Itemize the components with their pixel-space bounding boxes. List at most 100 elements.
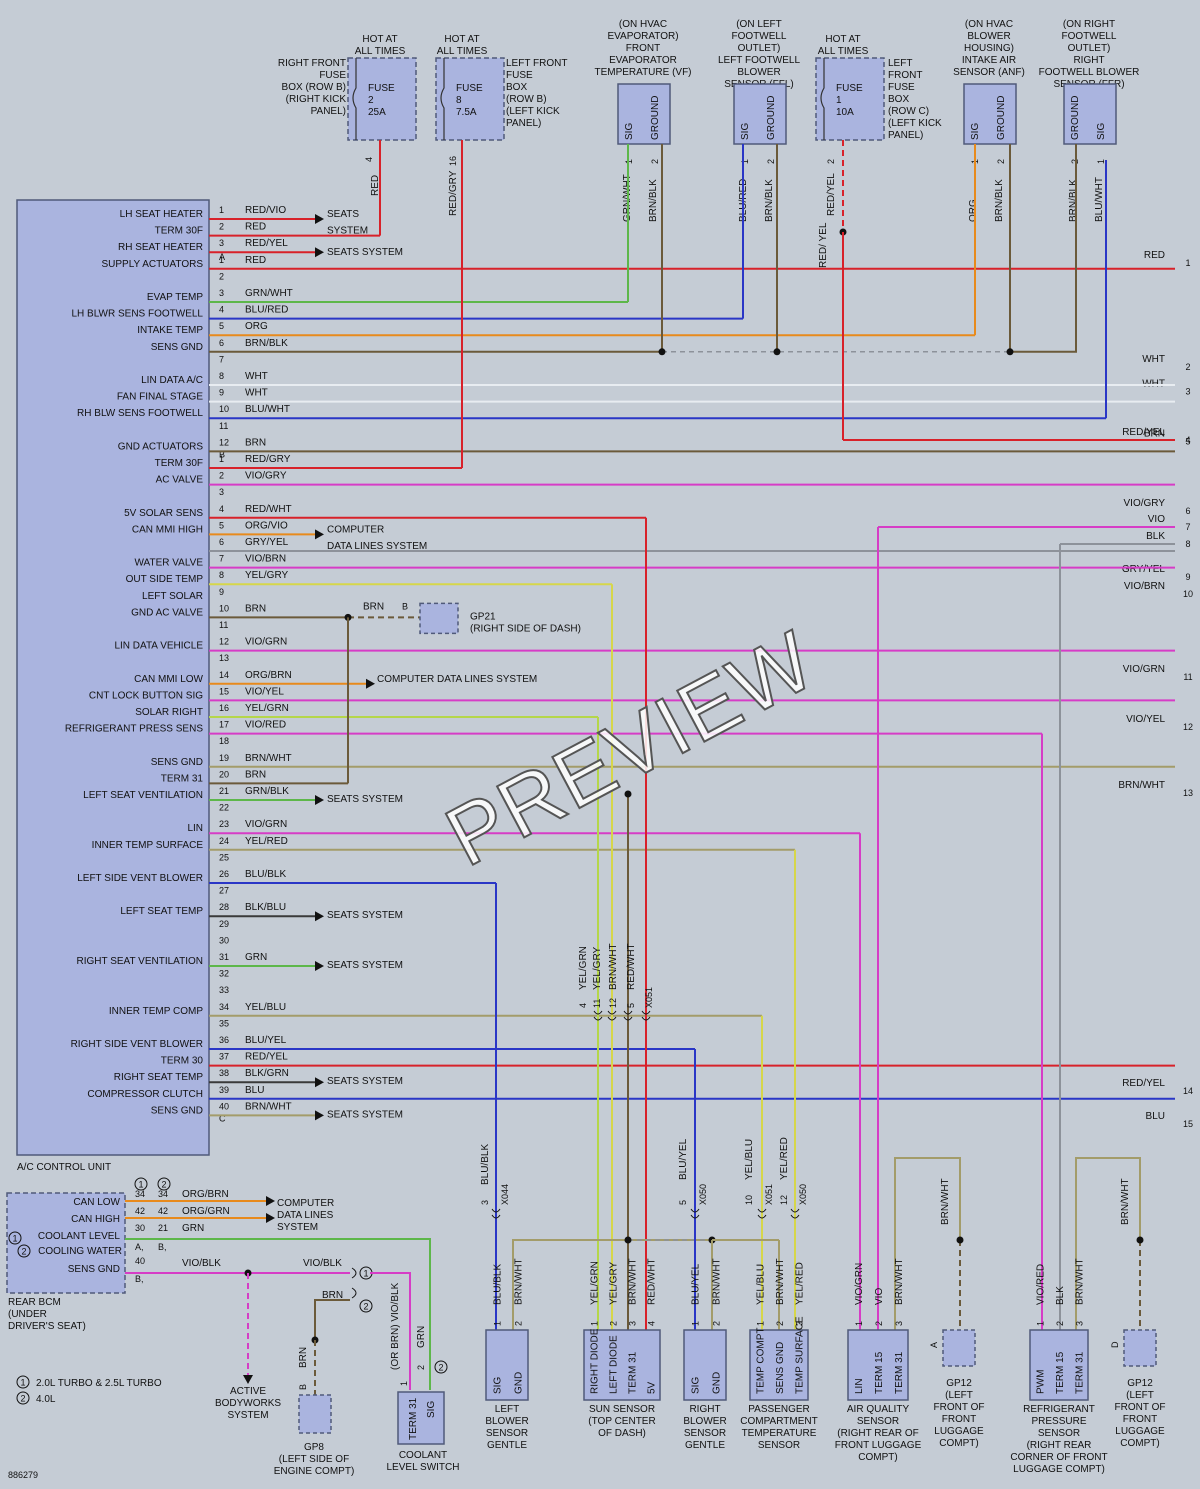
sensor-pin-number: 2 [766, 159, 776, 164]
system-label: COMPUTER [327, 524, 384, 535]
vf-sensor-label: EVAPORATOR) [607, 31, 678, 42]
pct-component-label: SENSOR [758, 1440, 800, 1451]
coolant-wire-label: (OR BRN) VIO/BLK [390, 1282, 401, 1370]
gp12d-ground-label: LUGGAGE [1115, 1426, 1165, 1437]
acu-wire-color-label: BLK/GRN [245, 1068, 289, 1079]
gp12a-ground-box [942, 1329, 976, 1367]
aqs-gnd-wire [894, 1157, 961, 1330]
fuse-box-location-label: (RIGHT KICK [286, 94, 347, 105]
pct-component-label: COMPARTMENT [740, 1416, 817, 1427]
ffr-sensor-label: (ON RIGHT [1063, 19, 1115, 30]
acu-wire-color-label: ORG [245, 321, 268, 332]
connector-pin-number: 4 [578, 1003, 588, 1008]
inline-connector-icon [491, 1208, 501, 1219]
acu-wire-color-label: BRN [245, 769, 266, 780]
hot-at-all-times-label: HOT AT [825, 34, 860, 45]
fuse-pin-number: 2 [826, 159, 836, 164]
sun-pin-number: 1 [590, 1321, 600, 1326]
acu-pin-function-label: TERM 30 [161, 1056, 204, 1067]
sensor-pin-name: SIG [740, 123, 751, 140]
gp12d-ground-box [1123, 1329, 1157, 1367]
acu-pin-number: 21 [219, 786, 229, 796]
rps-component-label: (RIGHT REAR [1027, 1440, 1092, 1451]
pct-wire-label: YEL/RED [794, 1262, 805, 1305]
right-edge-pin-number: 1 [1185, 258, 1190, 268]
acu-pin-number: 6 [219, 338, 224, 348]
bcm-connector-letter: A, [135, 1242, 144, 1252]
bcm-connector-letter: B, [135, 1274, 144, 1284]
seats-system-arrow-icon [315, 214, 324, 224]
hot-at-all-times-label: ALL TIMES [355, 46, 406, 57]
gp12d-ground-label: (LEFT [1126, 1390, 1154, 1401]
anf-sensor-label: HOUSING) [964, 43, 1014, 54]
gp21-name: GP21 [470, 611, 496, 622]
coolant-pin-name: SIG [426, 1401, 437, 1418]
acu-pin-number: 25 [219, 852, 229, 862]
lbs-pin-name: SIG [493, 1377, 504, 1394]
bcm-connector-letter: B, [158, 1242, 167, 1252]
rbs-pin-number: 1 [691, 1321, 701, 1326]
right-edge-pin-number: 13 [1183, 788, 1193, 798]
gp8-wire-label: BRN [298, 1347, 309, 1368]
acu-pin-number: 14 [219, 670, 229, 680]
aqs-component-label: FRONT LUGGAGE [835, 1440, 922, 1451]
acu-wire-color-label: ORG/BRN [245, 670, 292, 681]
gp8-wire [314, 1299, 350, 1340]
active-bodyworks-label: BODYWORKS [215, 1398, 281, 1409]
coolant-pin-name: TERM 31 [408, 1397, 419, 1440]
right-edge-pin-number: 5 [1185, 436, 1190, 446]
right-edge-wire-label: VIO [1148, 514, 1165, 525]
acu-pin-function-label: CAN MMI HIGH [132, 524, 203, 535]
acu-wire-color-label: BRN [245, 603, 266, 614]
acu-pin-function-label: INNER TEMP COMP [109, 1006, 203, 1017]
bcm-pin-number: 42 [135, 1206, 145, 1216]
acu-pin-number: 3 [219, 288, 224, 298]
ffr-sensor-label: RIGHT [1073, 55, 1104, 66]
gp12a-ground-label: COMPT) [939, 1438, 978, 1449]
pct-pin-name: TEMP COMPT [756, 1328, 767, 1394]
right-edge-pin-number: 3 [1185, 387, 1190, 397]
gp8-ground-label: GP8 [304, 1442, 324, 1453]
legend-marker-number: 2 [21, 1247, 26, 1257]
gp12a-ground-label: LUGGAGE [934, 1426, 984, 1437]
connector-pin-number: 5 [678, 1200, 688, 1205]
right-edge-wire-label: RED/YEL [1122, 427, 1165, 438]
sensor-wire-label: BLU/WHT [1094, 177, 1105, 222]
hot-at-all-times-label: HOT AT [362, 34, 397, 45]
ffr-sensor-box [1063, 83, 1117, 145]
system-label: DATA LINES [277, 1210, 334, 1221]
acu-pin-function-label: COMPRESSOR CLUTCH [87, 1089, 203, 1100]
sun-pin-name: RIGHT DIODE [590, 1328, 601, 1394]
seats-system-arrow-icon [315, 911, 324, 922]
coolant-level-switch-label: LEVEL SWITCH [387, 1462, 460, 1473]
right-edge-wire-label: BLK [1146, 531, 1165, 542]
legend-marker-number: 2 [363, 1302, 368, 1312]
acu-pin-number: 8 [219, 570, 224, 580]
rear-bcm-title: DRIVER'S SEAT) [8, 1321, 86, 1332]
inline-connector-icon [641, 1010, 651, 1021]
ffl-sensor-label: OUTLET) [738, 43, 781, 54]
inline-connector-icon [757, 1208, 767, 1219]
sun-pin-name: LEFT DIODE [609, 1335, 620, 1394]
bcm-pin-number: 34 [135, 1189, 145, 1199]
acu-pin-number: 2 [219, 271, 224, 281]
acu-wire-color-label: RED/WHT [245, 504, 292, 515]
acu-pin-number: 39 [219, 1085, 229, 1095]
rbs-component-label: BLOWER [683, 1416, 726, 1427]
left-front-c-fuse-label: FUSE [836, 83, 863, 94]
gp12d-ground-label: COMPT) [1120, 1438, 1159, 1449]
acu-wire-color-label: BRN/BLK [245, 338, 288, 349]
gp12a-ground-label: GP12 [946, 1378, 972, 1389]
fuse-box-location-label: (LEFT KICK [506, 106, 560, 117]
aqs-wire-label: BRN/WHT [894, 1258, 905, 1305]
acu-wire-color-label: VIO/YEL [245, 686, 284, 697]
fuse-symbol-icon [820, 58, 825, 140]
vf-sensor-label: FRONT [626, 43, 660, 54]
acu-pin-number: 28 [219, 902, 229, 912]
aqs-pin-number: 2 [874, 1321, 884, 1326]
variant-marker [359, 1299, 373, 1313]
acu-wire-color-label: WHT [245, 371, 268, 382]
computer-data-lines-arrow-icon [266, 1213, 275, 1223]
acu-pin-function-label: REFRIGERANT PRESS SENS [65, 724, 204, 735]
acu-pin-number: 4 [219, 504, 224, 514]
